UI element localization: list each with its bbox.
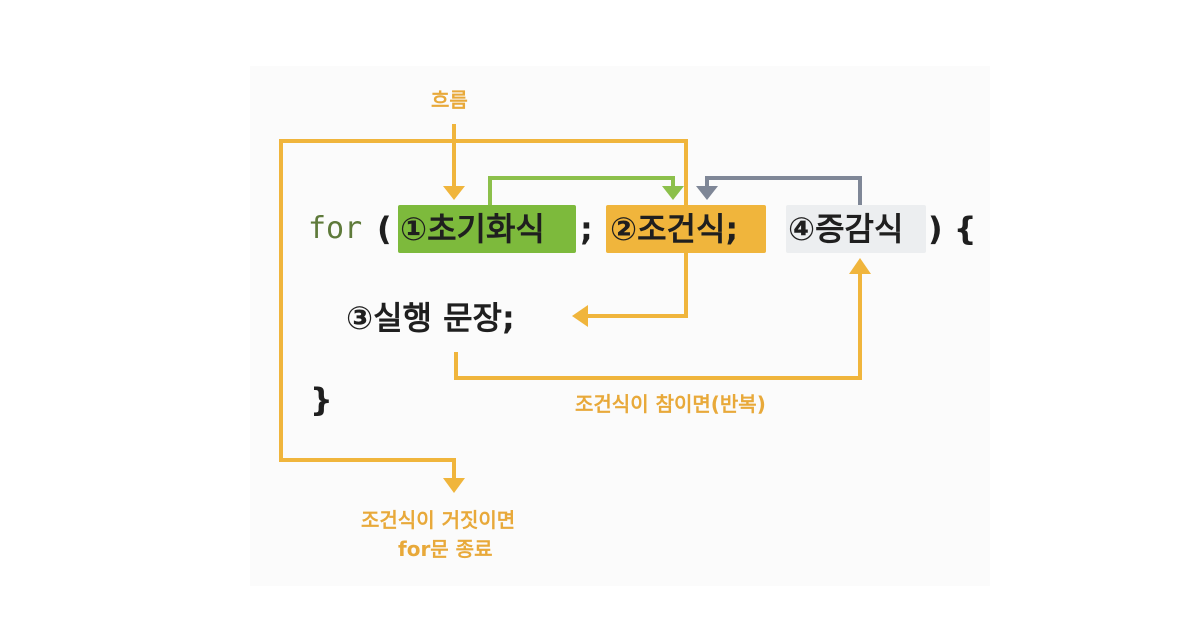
condition-false-exit-arrow — [279, 139, 688, 493]
arrow-head-icon — [572, 305, 588, 327]
true-branch-label: 조건식이 참이면(반복) — [575, 392, 766, 416]
increment-highlight — [786, 205, 926, 253]
arrow-head-icon — [696, 186, 718, 200]
arrow-head-icon — [662, 186, 684, 200]
increment-to-condition-arrow — [696, 176, 862, 205]
close-paren-open-brace: ) { — [928, 210, 977, 248]
statement-to-increment-arrow — [454, 258, 871, 380]
for-keyword: for — [308, 211, 363, 246]
condition-highlight — [606, 205, 766, 253]
init-expression: ①초기화식 — [400, 210, 545, 248]
increment-expression: ④증감식 — [788, 210, 904, 248]
condition-to-statement-arrow — [572, 253, 688, 327]
false-branch-label-line1: 조건식이 거짓이면 — [361, 508, 516, 532]
init-highlight — [398, 205, 576, 253]
init-semicolon: ; — [580, 210, 593, 248]
flow-entry-arrow — [443, 124, 465, 200]
arrow-head-icon — [443, 478, 465, 493]
arrow-head-icon — [443, 186, 465, 200]
open-paren: ( — [377, 210, 392, 248]
init-to-condition-arrow — [488, 176, 684, 205]
condition-expression: ②조건식; — [610, 210, 739, 248]
arrow-head-icon — [849, 258, 871, 274]
loop-statement: ③실행 문장; — [346, 299, 515, 337]
false-branch-label-line2: for문 종료 — [398, 537, 493, 561]
close-brace: } — [310, 381, 333, 419]
diagram-panel — [250, 66, 990, 586]
flow-label: 흐름 — [431, 88, 468, 112]
